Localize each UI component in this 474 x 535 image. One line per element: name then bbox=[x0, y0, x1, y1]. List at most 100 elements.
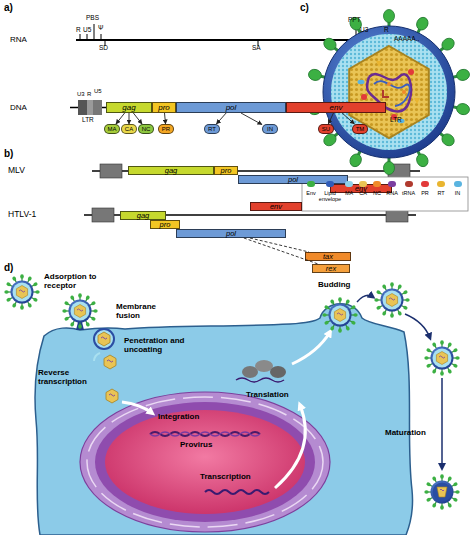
reverse-transcriptase bbox=[414, 98, 420, 104]
connector-arrow bbox=[244, 238, 318, 264]
gene-box: gag bbox=[128, 166, 214, 175]
ltr-box bbox=[92, 208, 114, 222]
gene-box: env bbox=[286, 102, 386, 113]
release-arrow bbox=[357, 295, 373, 302]
tick bbox=[87, 34, 88, 40]
legend-icon bbox=[405, 181, 413, 187]
tick bbox=[101, 34, 102, 40]
step-label: Integration bbox=[158, 412, 199, 421]
node-text: PR bbox=[162, 126, 170, 132]
legend-text: IN bbox=[449, 190, 466, 196]
row-label: RNA bbox=[10, 35, 27, 44]
protein-box: PR bbox=[158, 124, 174, 134]
legend-icon bbox=[437, 181, 445, 187]
legend-text: MA bbox=[342, 190, 356, 196]
node-text: env bbox=[270, 203, 282, 211]
capsid bbox=[106, 389, 118, 403]
budding-virion bbox=[322, 297, 357, 332]
step-label: Adsorption to receptor bbox=[44, 272, 108, 290]
node-text: pro bbox=[160, 221, 171, 229]
fusing-virion bbox=[94, 329, 114, 349]
virion bbox=[4, 274, 39, 309]
legend-icon bbox=[454, 181, 462, 187]
legend-text: RT bbox=[433, 190, 449, 196]
region-label: R bbox=[384, 26, 389, 33]
nucleus bbox=[105, 410, 305, 514]
reverse-transcriptase bbox=[376, 61, 382, 67]
node-text: MA bbox=[108, 126, 117, 132]
panel-letter: c) bbox=[300, 2, 309, 14]
host-cell bbox=[35, 304, 412, 535]
row-label: DNA bbox=[10, 103, 27, 112]
node-text: RT bbox=[208, 126, 216, 132]
node-text: env bbox=[330, 104, 343, 112]
trna bbox=[383, 90, 389, 97]
virus-name: MLV bbox=[8, 166, 25, 176]
mature-virion bbox=[424, 474, 459, 509]
step-label: Translation bbox=[246, 390, 289, 399]
integrase bbox=[358, 80, 365, 84]
provirus-dna bbox=[150, 432, 260, 436]
protein-box: MA bbox=[104, 124, 120, 134]
step-label: Maturation bbox=[385, 428, 426, 437]
maturation-arrow bbox=[405, 314, 430, 338]
process-arrow bbox=[122, 402, 152, 413]
matrix-texture bbox=[331, 34, 447, 150]
legend-icon bbox=[307, 181, 315, 187]
node-text: SU bbox=[322, 126, 330, 132]
capsid bbox=[349, 46, 429, 138]
capsid-texture bbox=[349, 46, 429, 138]
protein-box: TM bbox=[352, 124, 368, 134]
node-text: pro bbox=[221, 167, 232, 175]
node-text: pol bbox=[226, 230, 236, 238]
ltr-u3 bbox=[78, 100, 87, 115]
virion bbox=[374, 282, 409, 317]
lipid-envelope bbox=[323, 26, 455, 158]
protease bbox=[408, 69, 414, 75]
ltr-box bbox=[100, 164, 122, 178]
ltr-box bbox=[78, 100, 102, 115]
mrna bbox=[205, 490, 269, 494]
node-text: IN bbox=[267, 126, 273, 132]
process-arrow bbox=[275, 405, 305, 488]
ribosome bbox=[270, 366, 286, 378]
virion-model bbox=[307, 10, 470, 175]
region-label: U3 bbox=[360, 26, 368, 33]
protein-box: NC bbox=[138, 124, 154, 134]
legend-text: PR bbox=[417, 190, 433, 196]
ltr-label: LTR bbox=[82, 116, 94, 123]
protease bbox=[361, 94, 367, 100]
ltr-r bbox=[87, 100, 93, 115]
site-label: SA bbox=[252, 44, 261, 51]
virion bbox=[424, 340, 459, 375]
gene-box: pol bbox=[176, 102, 286, 113]
legend-text: tRNA bbox=[400, 190, 417, 196]
protein-box: IN bbox=[262, 124, 278, 134]
gene-box: rex bbox=[312, 264, 350, 273]
legend-text: Env bbox=[304, 190, 318, 196]
mrna bbox=[236, 378, 284, 382]
region-label: U3 bbox=[77, 91, 85, 98]
connector-arrow bbox=[216, 113, 226, 124]
legend-icon bbox=[345, 181, 353, 187]
region-label: U5 bbox=[94, 88, 102, 95]
provirus-dna bbox=[150, 432, 260, 436]
node-text: NC bbox=[142, 126, 151, 132]
tick bbox=[94, 24, 95, 40]
gene-box: gag bbox=[120, 211, 166, 220]
nucleocapsid bbox=[387, 82, 391, 86]
region-label: U5 bbox=[83, 26, 91, 33]
legend-icon bbox=[421, 181, 429, 187]
step-label: Membrane fusion bbox=[116, 302, 164, 320]
connector-arrow bbox=[250, 238, 309, 252]
region-label: R bbox=[87, 91, 91, 98]
virion bbox=[62, 293, 97, 328]
connector-arrow bbox=[129, 113, 130, 124]
node-text: CA bbox=[125, 126, 133, 132]
node-text: pro bbox=[158, 104, 170, 112]
ribosome bbox=[255, 360, 273, 372]
er-inner bbox=[95, 402, 315, 522]
